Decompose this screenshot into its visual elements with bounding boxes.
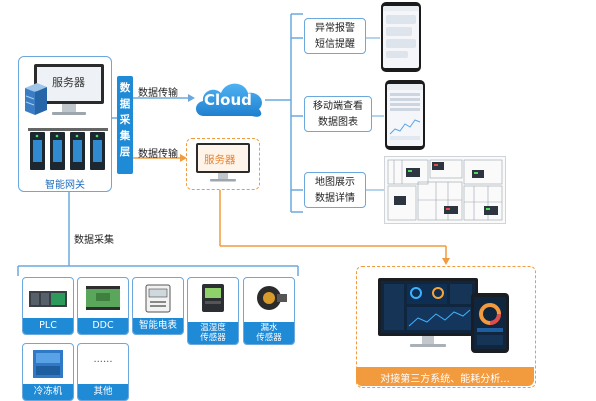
device-ddc-label: DDC — [78, 318, 128, 334]
collection-layer-char: 采 — [119, 114, 131, 126]
server-label: 服务器 — [52, 76, 85, 89]
third-party-caption-bar: 对接第三方系统、能耗分析... — [356, 367, 534, 386]
map-details-item: 地图展示 数据详情 — [304, 172, 366, 208]
data-collect-label: 数据采集 — [74, 235, 114, 246]
device-chiller-label: 冷冻机 — [23, 384, 73, 400]
temp-humidity-line1: 温湿度 — [200, 323, 226, 333]
collection-layer-char: 据 — [119, 98, 131, 110]
collection-layer-char: 层 — [119, 146, 131, 158]
device-other-label: 其他 — [78, 384, 128, 400]
electric-meter-icon — [145, 284, 171, 313]
local-server-label: 服务器 — [204, 154, 236, 166]
device-smart-meter-label: 智能电表 — [133, 318, 183, 334]
dashboard-tablet-icon — [471, 293, 509, 353]
floor-plan-map-screenshot — [384, 156, 506, 224]
gateway-modules-icon — [28, 128, 108, 170]
device-smart-meter: 智能电表 — [132, 277, 184, 335]
sms-alert-line2: 短信提醒 — [315, 39, 355, 50]
chiller-icon — [33, 350, 63, 378]
device-plc: PLC — [22, 277, 74, 335]
collection-layer-char: 数 — [119, 82, 131, 94]
collection-layer-char: 集 — [119, 130, 131, 142]
mobile-chart-screenshot — [385, 80, 425, 150]
device-plc-label: PLC — [23, 318, 73, 334]
device-water-leak: 漏水 传感器 — [243, 277, 295, 345]
sms-alert-item: 异常报警 短信提醒 — [304, 18, 366, 54]
map-details-line2: 数据详情 — [315, 193, 355, 204]
temp-humidity-line2: 传感器 — [200, 333, 226, 343]
transfer-label-bottom: 数据传输 — [138, 149, 178, 160]
third-party-caption: 对接第三方系统、能耗分析... — [380, 374, 510, 385]
rack-server-icon — [25, 83, 47, 115]
data-collection-layer: 数 据 采 集 层 — [117, 76, 133, 174]
dashboard-monitor-icon — [378, 278, 478, 347]
other-dots: ...... — [93, 354, 113, 365]
transfer-label-top: 数据传输 — [138, 88, 178, 99]
water-leak-line2: 传感器 — [256, 333, 282, 343]
temp-humidity-sensor-icon — [202, 284, 224, 312]
water-leak-sensor-icon — [257, 286, 287, 310]
mobile-charts-item: 移动端查看 数据图表 — [304, 96, 372, 132]
plc-icon — [29, 291, 67, 307]
device-other: ...... 其他 — [77, 343, 129, 401]
chart-screen-mockup — [387, 84, 423, 140]
sms-screen-mockup — [383, 6, 419, 58]
device-ddc: DDC — [77, 277, 129, 335]
sms-alert-line1: 异常报警 — [315, 23, 355, 34]
cloud-icon — [195, 83, 262, 117]
cloud-label: Cloud — [204, 91, 252, 109]
device-temp-humidity-label: 温湿度 传感器 — [188, 322, 238, 344]
ddc-icon — [86, 286, 120, 310]
sms-phone-screenshot — [381, 2, 421, 72]
mobile-charts-line2: 数据图表 — [318, 117, 358, 128]
mobile-charts-line1: 移动端查看 — [313, 101, 363, 112]
local-monitor-icon — [196, 143, 250, 182]
server-monitor-icon — [34, 64, 104, 115]
map-details-line1: 地图展示 — [315, 177, 355, 188]
device-temp-humidity: 温湿度 传感器 — [187, 277, 239, 345]
device-chiller: 冷冻机 — [22, 343, 74, 401]
gateway-label: 智能网关 — [45, 180, 85, 191]
device-water-leak-label: 漏水 传感器 — [244, 322, 294, 344]
water-leak-line1: 漏水 — [260, 323, 278, 333]
